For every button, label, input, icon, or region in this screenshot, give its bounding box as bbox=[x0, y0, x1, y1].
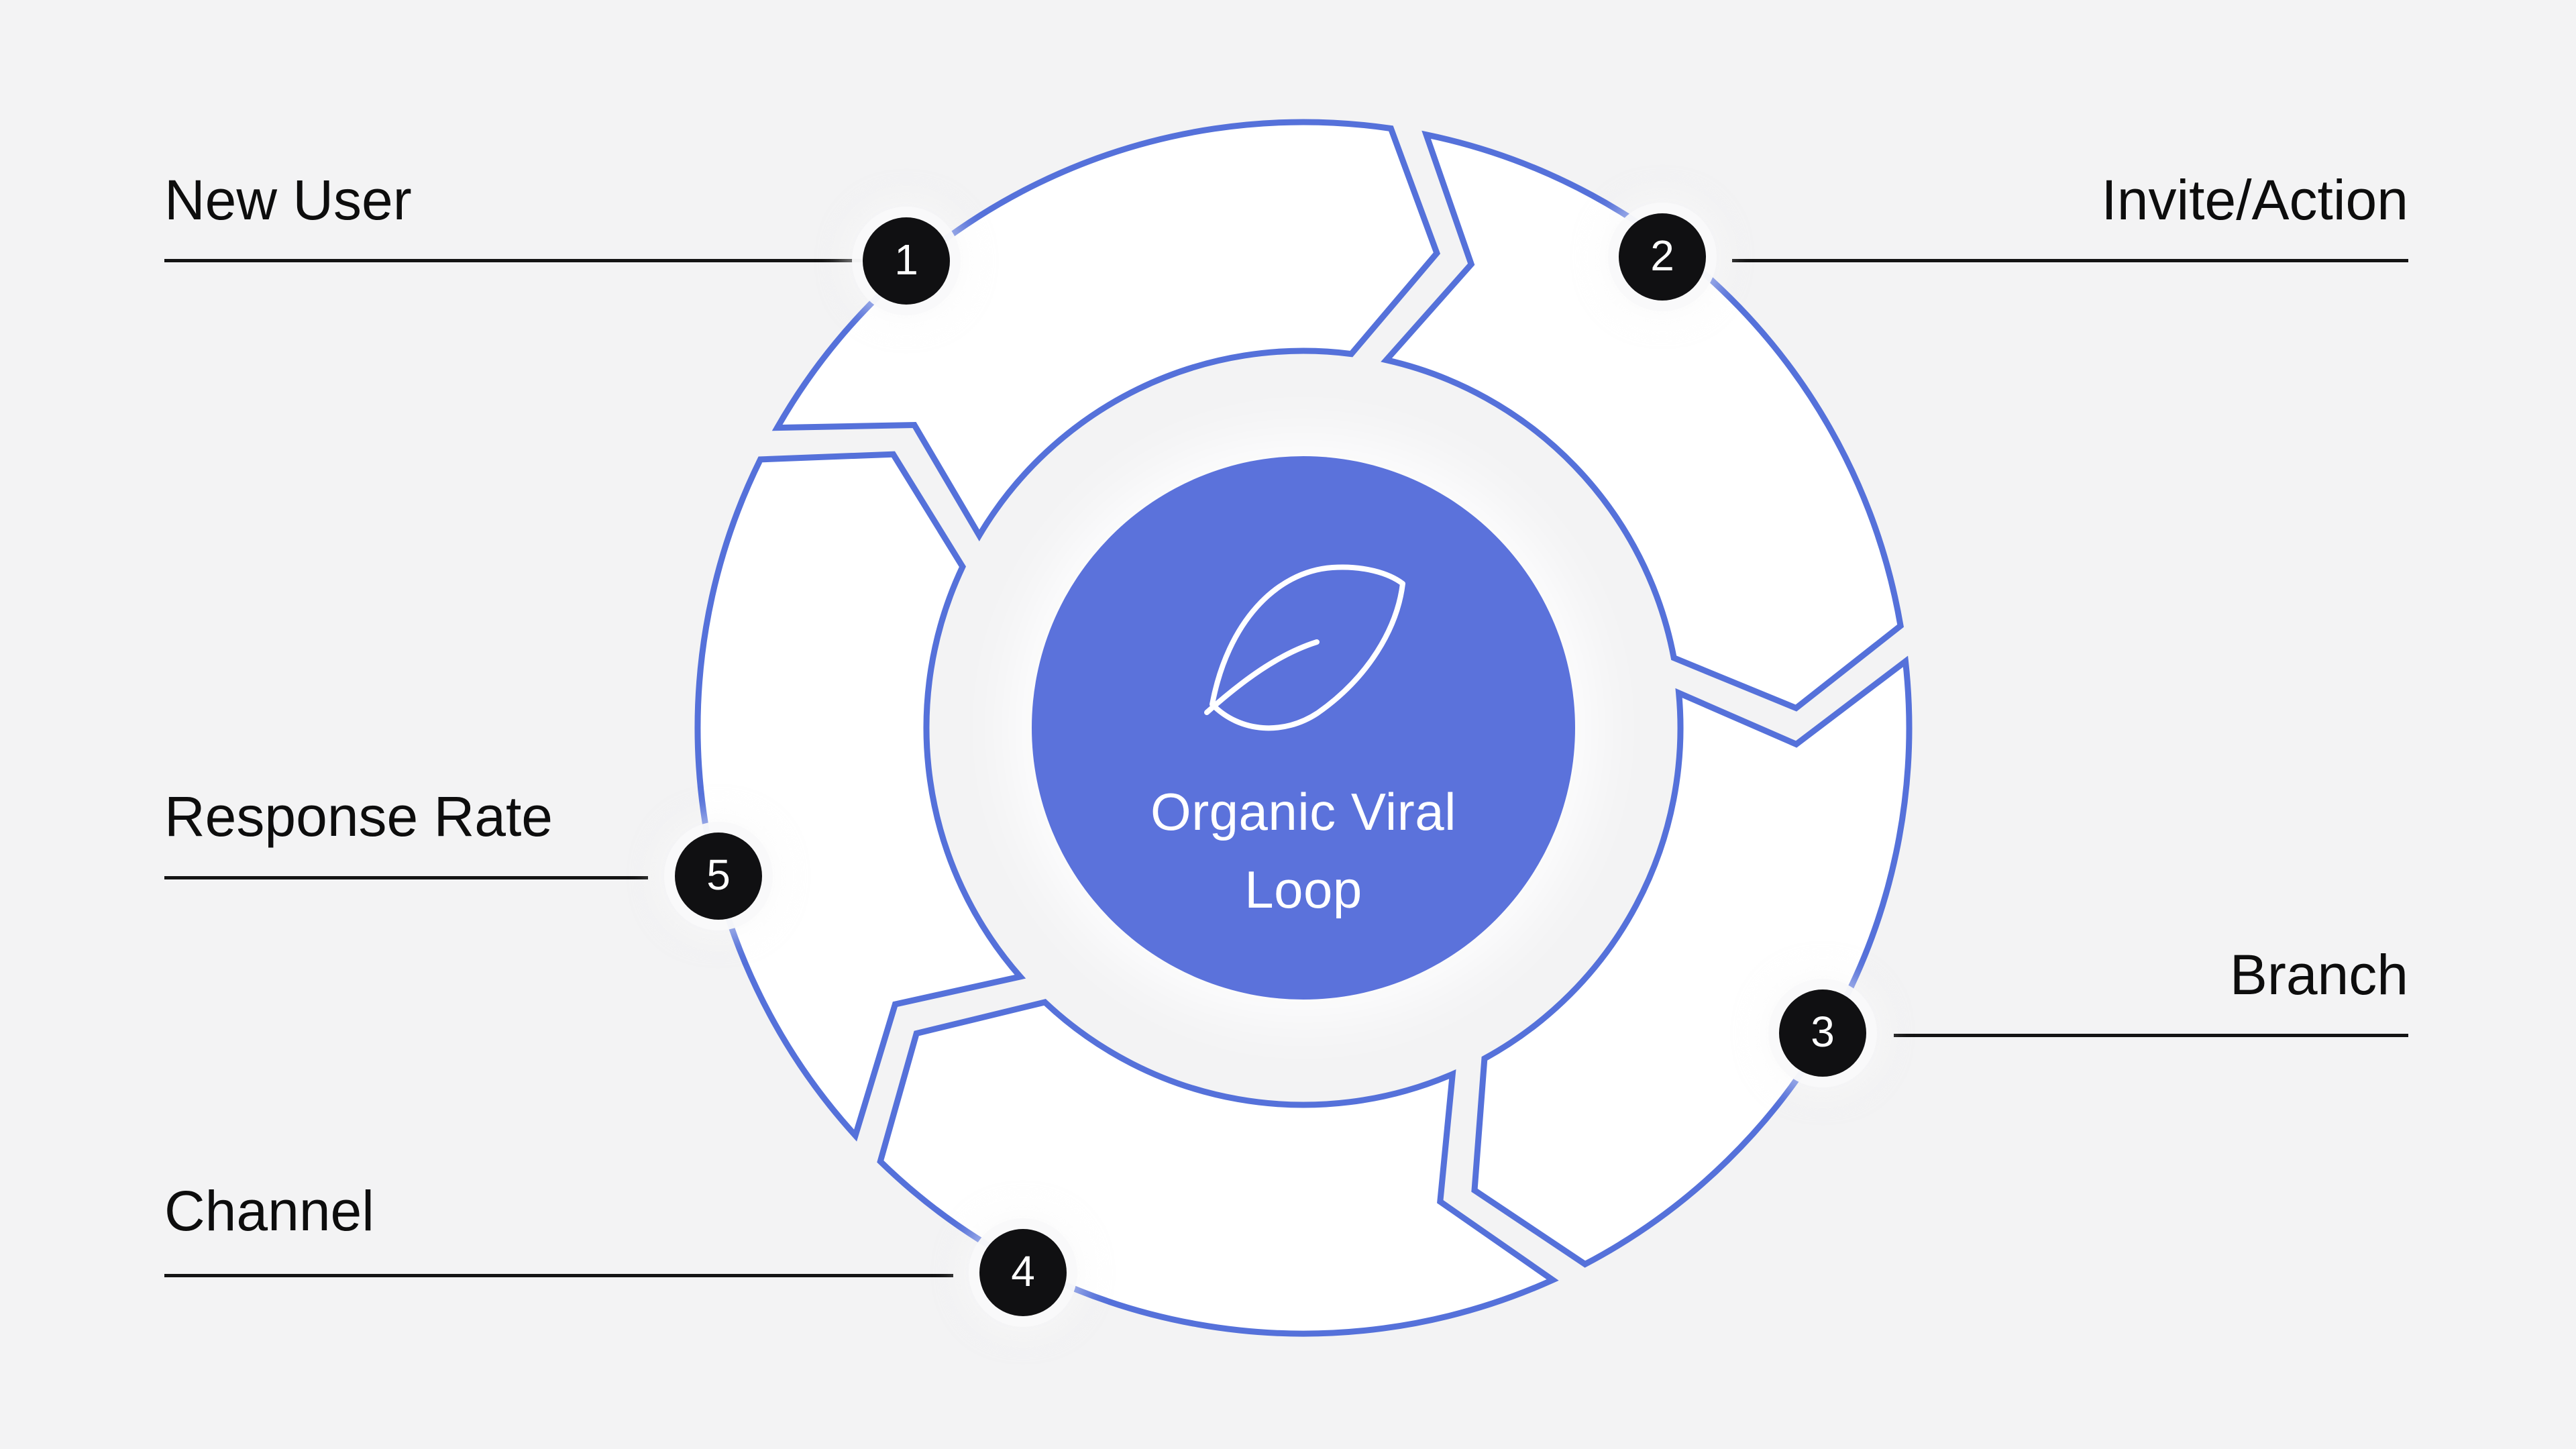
step-badge-2: 2 bbox=[1619, 213, 1706, 301]
step-badge-1: 1 bbox=[863, 217, 950, 305]
center-circle bbox=[1032, 456, 1575, 1000]
step-connector-5 bbox=[164, 876, 648, 879]
step-number-1: 1 bbox=[894, 235, 918, 284]
step-connector-2 bbox=[1732, 259, 2408, 262]
step-label-response-rate: Response Rate bbox=[164, 785, 553, 848]
step-number-3: 3 bbox=[1811, 1008, 1835, 1056]
step-connector-4 bbox=[164, 1274, 953, 1277]
step-badge-5: 5 bbox=[675, 833, 762, 920]
leaf-stem bbox=[1204, 639, 1320, 715]
step-badge-4: 4 bbox=[979, 1229, 1067, 1316]
step-connector-1 bbox=[164, 259, 864, 262]
step-label-branch: Branch bbox=[2229, 943, 2408, 1006]
loop-title: Organic Viral Loop bbox=[1150, 782, 1456, 919]
step-label-channel: Channel bbox=[164, 1179, 374, 1242]
step-number-4: 4 bbox=[1011, 1247, 1035, 1295]
step-number-2: 2 bbox=[1650, 231, 1674, 280]
loop-arrow-segment bbox=[1381, 130, 1904, 712]
loop-arrow-segments bbox=[694, 119, 1913, 1337]
loop-arrow-segment bbox=[1471, 655, 1913, 1268]
loop-arrow-segment bbox=[694, 451, 1026, 1142]
step-number-5: 5 bbox=[706, 851, 731, 899]
step-label-invite-action: Invite/Action bbox=[2101, 168, 2408, 231]
leaf-blade bbox=[1210, 564, 1405, 731]
step-connector-3 bbox=[1894, 1034, 2408, 1037]
leaf-icon bbox=[1204, 564, 1405, 731]
step-label-new-user: New User bbox=[164, 168, 412, 231]
step-badge-3: 3 bbox=[1779, 989, 1866, 1077]
